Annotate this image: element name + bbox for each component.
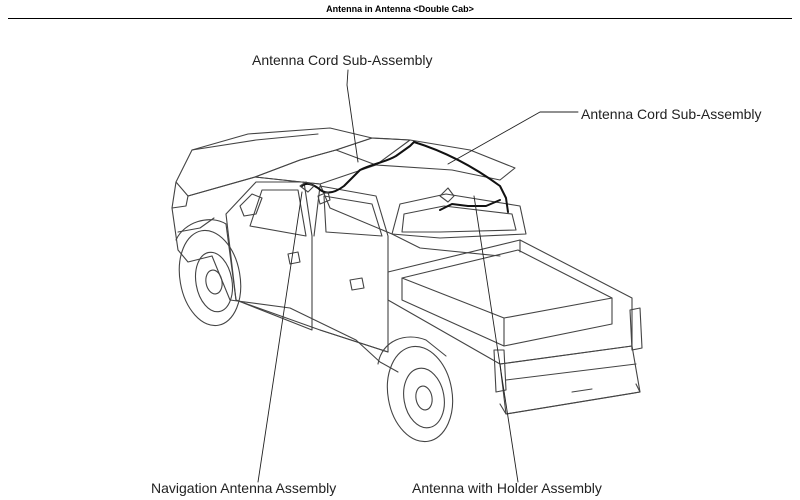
- front-wheel: [178, 229, 242, 327]
- header-divider: [8, 18, 792, 19]
- leader-lines: [257, 69, 579, 483]
- rear-wheel: [386, 345, 454, 443]
- roof-antenna-icon: [299, 181, 455, 205]
- truck-body: [171, 127, 643, 415]
- page-title: Antenna in Antenna <Double Cab>: [326, 4, 474, 14]
- callout-antenna-holder: Antenna with Holder Assembly: [412, 480, 602, 496]
- callout-antenna-cord-right: Antenna Cord Sub-Assembly: [581, 106, 762, 122]
- callout-antenna-cord-top: Antenna Cord Sub-Assembly: [252, 52, 433, 68]
- callout-navigation-antenna: Navigation Antenna Assembly: [151, 480, 337, 496]
